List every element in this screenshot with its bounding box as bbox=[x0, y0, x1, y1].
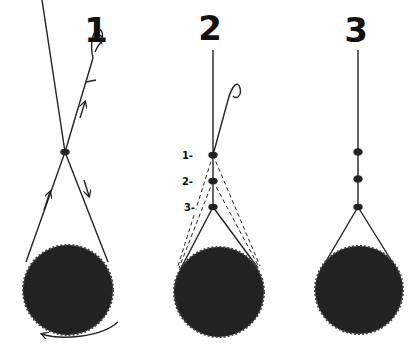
rope bbox=[26, 152, 65, 262]
direction-arrow bbox=[80, 102, 85, 118]
ball bbox=[315, 246, 403, 334]
callout-number: 1- bbox=[181, 151, 194, 161]
callout-number: 2- bbox=[181, 177, 194, 187]
knot bbox=[209, 179, 217, 184]
knot bbox=[354, 205, 362, 210]
ball bbox=[174, 247, 264, 337]
rope-loop bbox=[213, 84, 240, 155]
callout-number: 3- bbox=[183, 203, 196, 213]
rope bbox=[357, 50, 358, 207]
direction-arrow bbox=[44, 192, 50, 210]
knot bbox=[209, 153, 217, 158]
knot bbox=[354, 176, 362, 182]
rope-knot bbox=[86, 80, 96, 82]
ball bbox=[23, 245, 113, 335]
rope bbox=[65, 58, 93, 152]
knot bbox=[354, 149, 362, 155]
rope bbox=[42, 0, 65, 152]
panel-number: 1 bbox=[84, 13, 108, 47]
knot bbox=[209, 205, 217, 210]
knot bbox=[61, 150, 69, 155]
direction-arrow bbox=[84, 180, 89, 196]
panel-number: 3 bbox=[344, 13, 368, 47]
panel-number: 2 bbox=[198, 11, 222, 45]
